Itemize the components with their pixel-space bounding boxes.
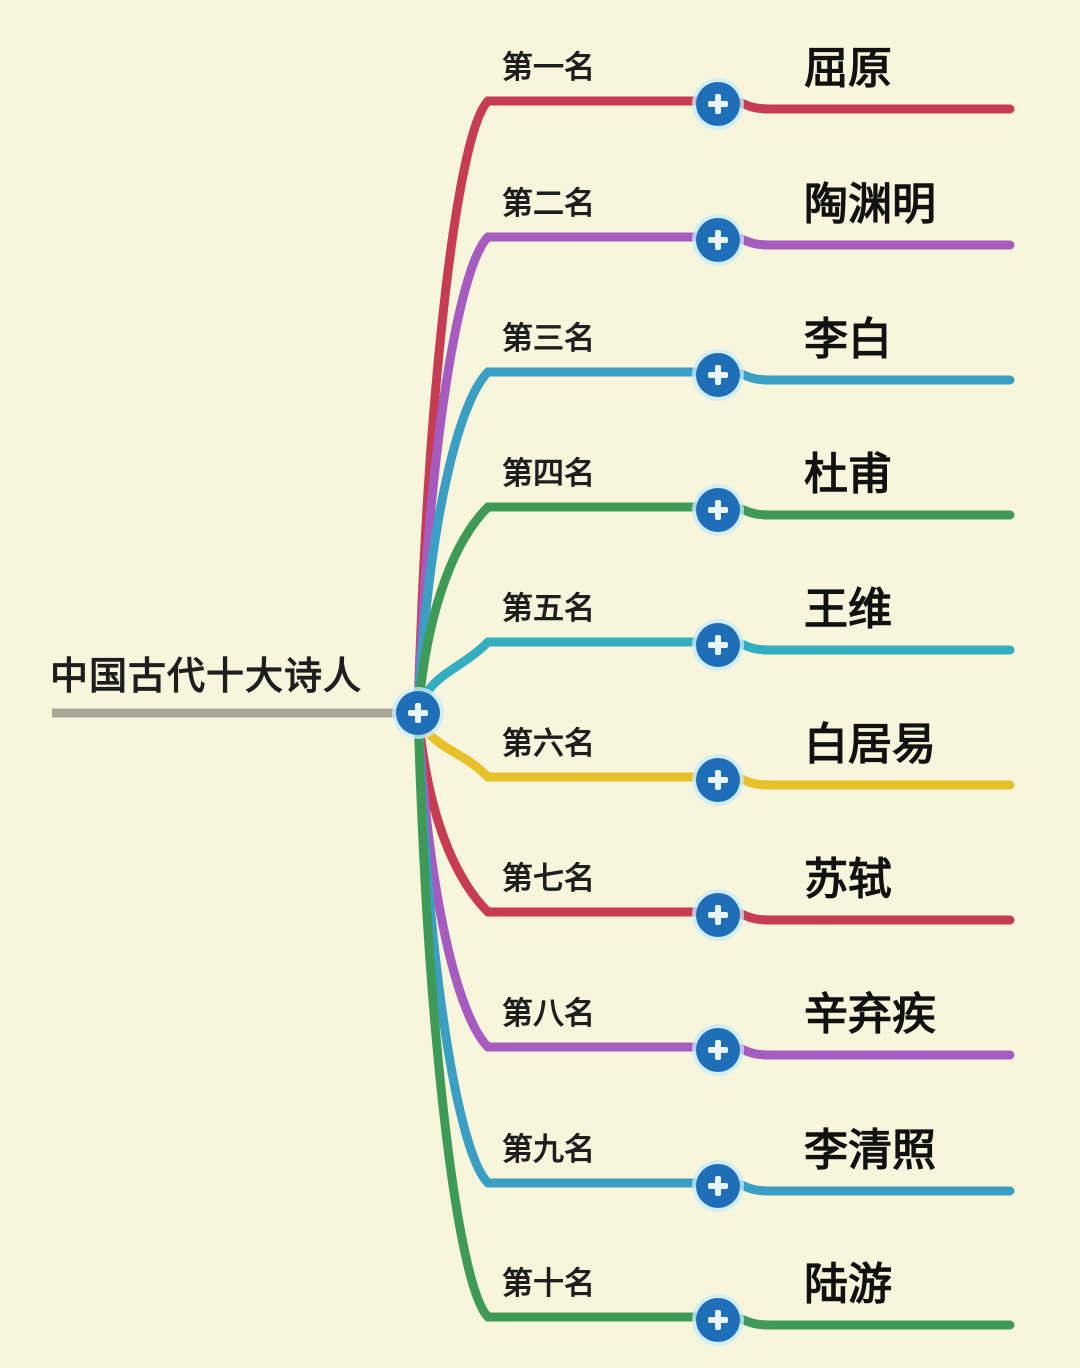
rank-label: 第九名 [502,1132,595,1168]
poet-name: 屈原 [804,43,892,94]
expand-plus-icon[interactable] [696,218,740,262]
rank-label: 第五名 [502,591,595,627]
rank-label: 第一名 [502,50,595,86]
expand-plus-icon[interactable] [696,623,740,667]
poet-name: 杜甫 [804,449,892,500]
rank-label: 第七名 [502,861,595,897]
poet-name: 李白 [804,314,892,365]
rank-label: 第八名 [502,996,595,1032]
expand-plus-icon[interactable] [696,353,740,397]
expand-plus-icon[interactable] [696,1028,740,1072]
poet-name: 白居易 [804,719,936,770]
root-expand-plus-icon[interactable] [396,691,440,735]
poet-name: 苏轼 [804,854,892,905]
expand-plus-icon[interactable] [696,758,740,802]
poet-name: 李清照 [804,1125,936,1176]
rank-label: 第二名 [502,186,595,222]
rank-label: 第四名 [502,456,595,492]
rank-label: 第十名 [502,1266,595,1302]
expand-plus-icon[interactable] [696,1164,740,1208]
poet-name: 陆游 [804,1259,892,1310]
expand-plus-icon[interactable] [696,488,740,532]
expand-plus-icon[interactable] [696,893,740,937]
rank-label: 第三名 [502,321,595,357]
poet-name: 陶渊明 [804,179,936,230]
poet-name: 辛弃疾 [804,989,936,1040]
expand-plus-icon[interactable] [696,82,740,126]
poet-name: 王维 [804,584,892,635]
expand-plus-icon[interactable] [696,1298,740,1342]
rank-label: 第六名 [502,726,595,762]
root-title: 中国古代十大诗人 [50,654,363,698]
